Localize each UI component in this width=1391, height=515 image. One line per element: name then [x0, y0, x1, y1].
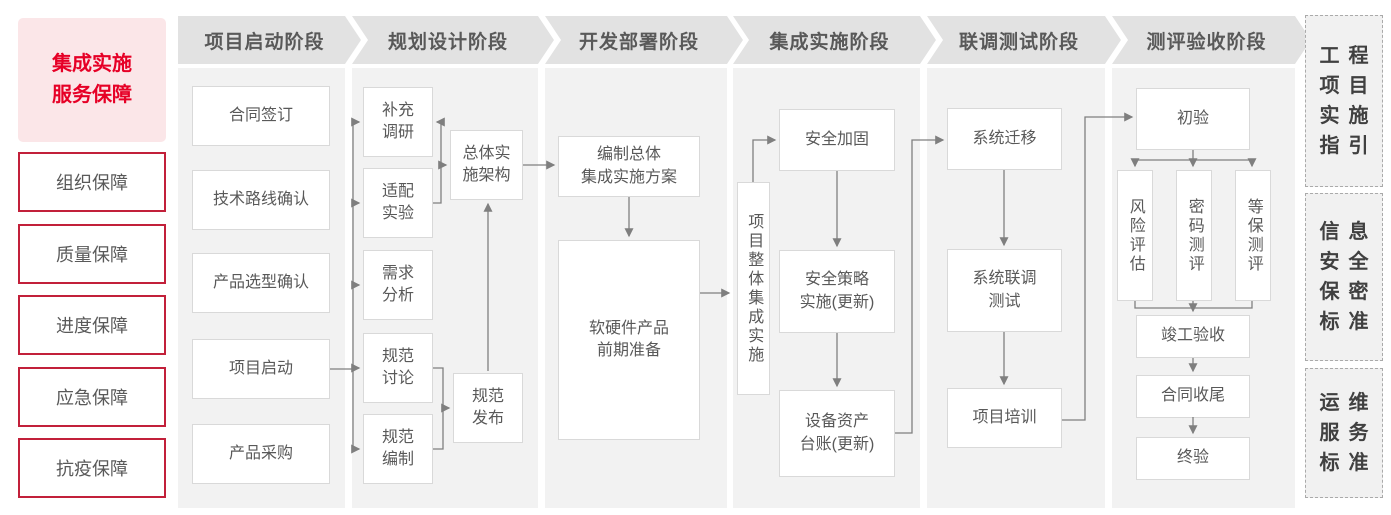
node-label: 安全策略 实施(更新) [799, 271, 875, 311]
node-label: 规范 编制 [381, 428, 414, 468]
node-label: 规范 讨论 [381, 347, 414, 387]
guarantee-epidemic: 抗疫保障 [18, 438, 166, 498]
node-label: 编制总体 集成实施方案 [580, 146, 677, 186]
node-label: 合同收尾 [1160, 387, 1225, 405]
phase-header-label: 开发部署阶段 [578, 31, 699, 53]
node-joint-testing: 系统联调 测试 [947, 249, 1062, 332]
node-project-kickoff: 项目启动 [192, 339, 330, 399]
guarantee-label: 抗疫保障 [56, 459, 128, 479]
phase-header-label: 规划设计阶段 [387, 31, 508, 53]
node-security-hardening: 安全加固 [779, 109, 895, 171]
node-label: 项目启动 [228, 359, 293, 377]
node-product-select: 产品选型确认 [192, 253, 330, 313]
guarantee-quality: 质量保障 [18, 224, 166, 284]
node-procurement: 产品采购 [192, 424, 330, 484]
node-initial-acceptance: 初验 [1136, 88, 1250, 150]
standard-label: 信息 安全 保密 标准 [1319, 221, 1378, 333]
node-label: 等保测评 [1244, 197, 1262, 274]
phase-header-integration: 集成实施阶段 [733, 16, 936, 64]
node-label: 竣工验收 [1160, 327, 1225, 345]
phase-header-kickoff: 项目启动阶段 [178, 16, 361, 64]
node-label: 合同签订 [228, 106, 293, 124]
node-label: 总体实 施架构 [462, 144, 511, 184]
node-contract-closure: 合同收尾 [1136, 375, 1250, 418]
node-label: 产品选型确认 [212, 273, 309, 291]
node-label: 终验 [1176, 449, 1209, 467]
node-label: 适配 实验 [381, 182, 414, 222]
node-supplement-research: 补充 调研 [363, 87, 433, 157]
guarantee-label: 进度保障 [56, 316, 128, 336]
node-overall-integration: 项目整体集成实施 [737, 182, 770, 395]
node-security-policy: 安全策略 实施(更新) [779, 250, 895, 333]
node-label: 项目整体集成实施 [745, 212, 763, 365]
phase-header-deployment: 开发部署阶段 [545, 16, 743, 64]
phase-header-planning: 规划设计阶段 [352, 16, 554, 64]
diagram-title-box: 集成实施 服务保障 [18, 18, 166, 142]
phase-header-label: 集成实施阶段 [769, 31, 890, 53]
guarantee-organization: 组织保障 [18, 152, 166, 212]
node-label: 软硬件产品 前期准备 [588, 319, 669, 359]
node-classified-protection: 等保测评 [1235, 170, 1271, 301]
node-contract-sign: 合同签订 [192, 86, 330, 146]
node-overall-architecture: 总体实 施架构 [450, 130, 523, 200]
node-crypto-evaluation: 密码测评 [1176, 170, 1212, 301]
node-label: 产品采购 [228, 444, 293, 462]
node-adaptation-test: 适配 实验 [363, 168, 433, 238]
node-label: 系统迁移 [972, 129, 1037, 147]
node-label: 技术路线确认 [212, 190, 309, 208]
node-label: 初验 [1176, 109, 1209, 127]
guarantee-schedule: 进度保障 [18, 295, 166, 355]
phase-header-acceptance: 测评验收阶段 [1112, 16, 1311, 64]
standard-label: 工程 项目 实施 指引 [1319, 45, 1378, 157]
node-spec-release: 规范 发布 [453, 373, 523, 443]
standard-label: 运维 服务 标准 [1319, 392, 1378, 474]
diagram-title: 集成实施 服务保障 [52, 53, 132, 106]
guarantee-label: 应急保障 [56, 388, 128, 408]
standard-engineering-guide: 工程 项目 实施 指引 [1305, 15, 1383, 187]
phase-header-label: 测评验收阶段 [1146, 31, 1267, 53]
node-label: 规范 发布 [471, 387, 504, 427]
node-label: 密码测评 [1185, 197, 1203, 274]
node-system-migration: 系统迁移 [947, 108, 1062, 170]
standard-security-confidentiality: 信息 安全 保密 标准 [1305, 193, 1383, 361]
node-label: 项目培训 [972, 408, 1037, 426]
node-label: 风险评估 [1126, 197, 1144, 274]
phase-header-label: 联调测试阶段 [958, 31, 1079, 53]
standard-operation-service: 运维 服务 标准 [1305, 368, 1383, 498]
node-risk-assessment: 风险评估 [1117, 170, 1153, 301]
node-label: 补充 调研 [381, 101, 414, 141]
node-overall-plan: 编制总体 集成实施方案 [558, 136, 700, 197]
node-product-preparation: 软硬件产品 前期准备 [558, 240, 700, 440]
phase-header-label: 项目启动阶段 [204, 31, 325, 53]
node-label: 设备资产 台账(更新) [799, 413, 875, 453]
node-project-training: 项目培训 [947, 388, 1062, 448]
node-spec-discussion: 规范 讨论 [363, 333, 433, 403]
node-completion-acceptance: 竣工验收 [1136, 315, 1250, 358]
node-requirement-analysis: 需求 分析 [363, 250, 433, 320]
guarantee-emergency: 应急保障 [18, 367, 166, 427]
guarantee-label: 质量保障 [56, 245, 128, 265]
node-label: 安全加固 [804, 130, 869, 148]
phase-header-joint-test: 联调测试阶段 [927, 16, 1121, 64]
node-final-acceptance: 终验 [1136, 437, 1250, 480]
node-label: 需求 分析 [381, 264, 414, 304]
node-asset-ledger: 设备资产 台账(更新) [779, 390, 895, 477]
node-spec-drafting: 规范 编制 [363, 414, 433, 484]
guarantee-label: 组织保障 [56, 173, 128, 193]
node-label: 系统联调 测试 [972, 270, 1037, 310]
node-tech-route: 技术路线确认 [192, 170, 330, 230]
